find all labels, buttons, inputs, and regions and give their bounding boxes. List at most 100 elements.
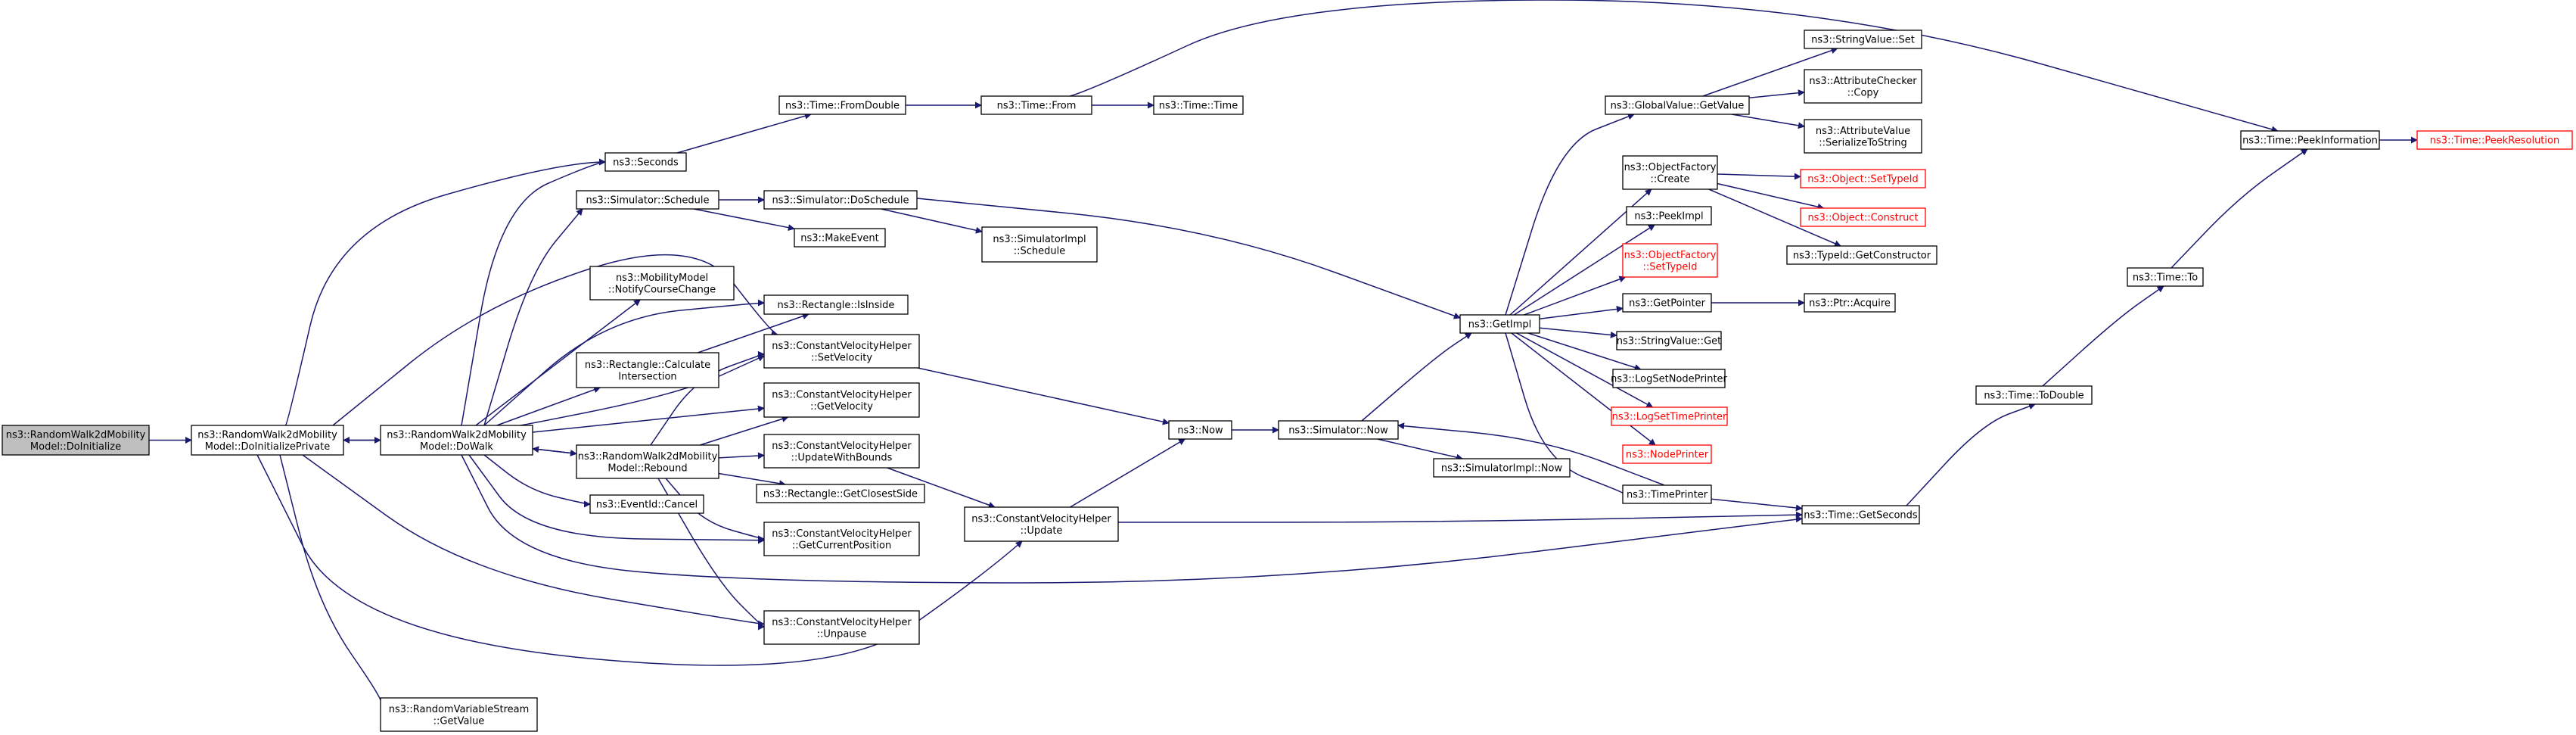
function-node-label: ns3::LogSetTimePrinter	[1612, 412, 1727, 423]
call-edge-line	[284, 158, 606, 426]
function-node-box	[2, 425, 150, 456]
function-node[interactable]: ns3::ConstantVelocityHelper::Unpause	[763, 610, 920, 645]
function-node-label: ::SetVelocity	[811, 352, 872, 363]
function-node[interactable]: ns3::LogSetNodePrinter	[1611, 369, 1728, 388]
function-node-label: ns3::RandomWalk2dMobility	[578, 451, 718, 462]
function-node[interactable]: ns3::RandomVariableStream::GetValue	[380, 697, 538, 732]
function-node[interactable]: ns3::PeekImpl	[1626, 206, 1712, 226]
function-node-box	[1622, 243, 1718, 278]
function-node[interactable]: ns3::GetImpl	[1459, 314, 1540, 334]
call-edge-line	[699, 416, 789, 446]
function-node[interactable]: ns3::ConstantVelocityHelper::GetCurrentP…	[763, 522, 920, 556]
function-node[interactable]: ns3::SimulatorImpl::Now	[1433, 458, 1571, 478]
function-node[interactable]: ns3::Time::PeekResolution	[2416, 130, 2573, 150]
function-node-box	[576, 190, 719, 210]
function-node[interactable]: ns3::ObjectFactory::SetTypeId	[1622, 243, 1718, 278]
call-edge-line	[461, 158, 606, 426]
function-node[interactable]: ns3::Time::PeekInformation	[2240, 130, 2380, 150]
call-edge	[916, 198, 1461, 319]
function-node[interactable]: ns3::ObjectFactory::Create	[1622, 155, 1718, 190]
function-node[interactable]: ns3::EventId::Cancel	[589, 494, 704, 514]
function-node[interactable]: ns3::SimulatorImpl::Schedule	[981, 226, 1098, 263]
function-node-label: ::GetVelocity	[810, 401, 873, 413]
call-edge-line	[1511, 332, 1656, 446]
function-node-label: ns3::RandomWalk2dMobility	[6, 429, 146, 441]
function-node[interactable]: ns3::ConstantVelocityHelper::GetVelocity	[763, 382, 920, 418]
function-node-box	[576, 444, 719, 479]
function-node[interactable]: ns3::ConstantVelocityHelper::Update	[964, 506, 1119, 542]
function-node[interactable]: ns3::Time::Time	[1153, 95, 1244, 115]
function-node-box	[576, 352, 719, 388]
function-node[interactable]: ns3::MobilityModel::NotifyCourseChange	[589, 266, 735, 301]
call-edge	[1717, 173, 1801, 180]
call-edge	[2042, 285, 2164, 387]
function-node[interactable]: ns3::StringValue::Set	[1804, 30, 1922, 49]
function-node[interactable]: ns3::Time::To	[2127, 267, 2204, 287]
function-node[interactable]: ns3::Time::From	[980, 95, 1092, 115]
function-node[interactable]: ns3::Rectangle::GetClosestSide	[756, 484, 925, 503]
function-node-label: ns3::RandomWalk2dMobility	[197, 429, 337, 441]
function-node-label: ns3::RandomWalk2dMobility	[387, 429, 527, 441]
function-node-label: ns3::TimePrinter	[1627, 490, 1708, 501]
function-node-box	[1800, 207, 1926, 227]
function-node[interactable]: ns3::StringValue::Get	[1616, 331, 1722, 350]
function-node-label: ns3::PeekImpl	[1634, 211, 1703, 223]
function-node-box	[1612, 369, 1726, 388]
function-node-label: ns3::Seconds	[613, 157, 679, 169]
function-node[interactable]: ns3::TypeId::GetConstructor	[1786, 245, 1937, 265]
function-node-box	[964, 506, 1119, 542]
function-node[interactable]: ns3::Simulator::Now	[1278, 420, 1399, 440]
function-node-box	[589, 266, 735, 301]
function-node[interactable]: ns3::Ptr::Acquire	[1804, 293, 1896, 313]
function-node[interactable]: ns3::Simulator::Schedule	[576, 190, 719, 210]
call-edge-line	[881, 208, 983, 234]
function-node[interactable]: ns3::ConstantVelocityHelper::SetVelocity	[763, 334, 920, 369]
call-edge-line	[917, 367, 1170, 425]
function-node-label: ns3::EventId::Cancel	[596, 500, 698, 511]
call-edge-line	[1397, 422, 1665, 486]
function-node[interactable]: ns3::NodePrinter	[1622, 444, 1712, 464]
call-edge-line	[2170, 148, 2308, 269]
function-node[interactable]: ns3::Rectangle::IsInside	[763, 294, 909, 315]
function-node[interactable]: ns3::Time::ToDouble	[1975, 385, 2093, 405]
function-node[interactable]: ns3::Time::GetSeconds	[1801, 505, 1920, 525]
function-node[interactable]: ns3::TimePrinter	[1622, 484, 1712, 504]
function-node[interactable]: ns3::Object::Construct	[1800, 207, 1926, 227]
function-node[interactable]: ns3::Simulator::DoSchedule	[763, 190, 918, 210]
function-node[interactable]: ns3::RandomWalk2dMobilityModel::DoInitia…	[191, 425, 344, 456]
function-node[interactable]: ns3::Time::FromDouble	[778, 95, 906, 115]
function-node[interactable]: ns3::Now	[1168, 420, 1232, 440]
function-node[interactable]: ns3::GetPointer	[1622, 293, 1712, 313]
call-edge-line	[496, 386, 601, 426]
call-edge	[1070, 438, 1186, 508]
call-edge	[2170, 148, 2308, 269]
function-node[interactable]: ns3::AttributeValue::SerializeToString	[1804, 119, 1922, 154]
function-node-box	[1801, 505, 1920, 525]
function-node[interactable]: ns3::MakeEvent	[794, 228, 886, 248]
call-edge-line	[1702, 47, 1838, 97]
call-edge-line	[332, 254, 778, 426]
function-node-label: ::NotifyCourseChange	[608, 284, 716, 295]
function-node[interactable]: ns3::Object::SetTypeId	[1800, 169, 1926, 188]
function-node-box	[763, 190, 918, 210]
function-node[interactable]: ns3::ConstantVelocityHelper::UpdateWithB…	[763, 434, 920, 469]
function-node[interactable]: ns3::Seconds	[604, 152, 687, 172]
function-node[interactable]: ns3::AttributeChecker::Copy	[1804, 69, 1922, 104]
call-edge	[1117, 511, 1803, 523]
function-node-label: ::Schedule	[1014, 245, 1066, 257]
call-edge	[1748, 89, 1805, 99]
function-node-box	[1616, 331, 1722, 350]
call-edge-line	[2042, 285, 2164, 387]
function-node-box	[778, 95, 906, 115]
call-edge-line	[1516, 332, 1654, 408]
function-node-label: ns3::Time::PeekResolution	[2430, 135, 2559, 147]
function-node-label: ::Update	[1021, 525, 1063, 537]
function-node[interactable]: ns3::LogSetTimePrinter	[1611, 406, 1728, 426]
function-node[interactable]: ns3::GlobalValue::GetValue	[1605, 95, 1750, 115]
call-edge-line	[697, 313, 809, 353]
function-node-label: ns3::StringValue::Set	[1811, 35, 1915, 46]
